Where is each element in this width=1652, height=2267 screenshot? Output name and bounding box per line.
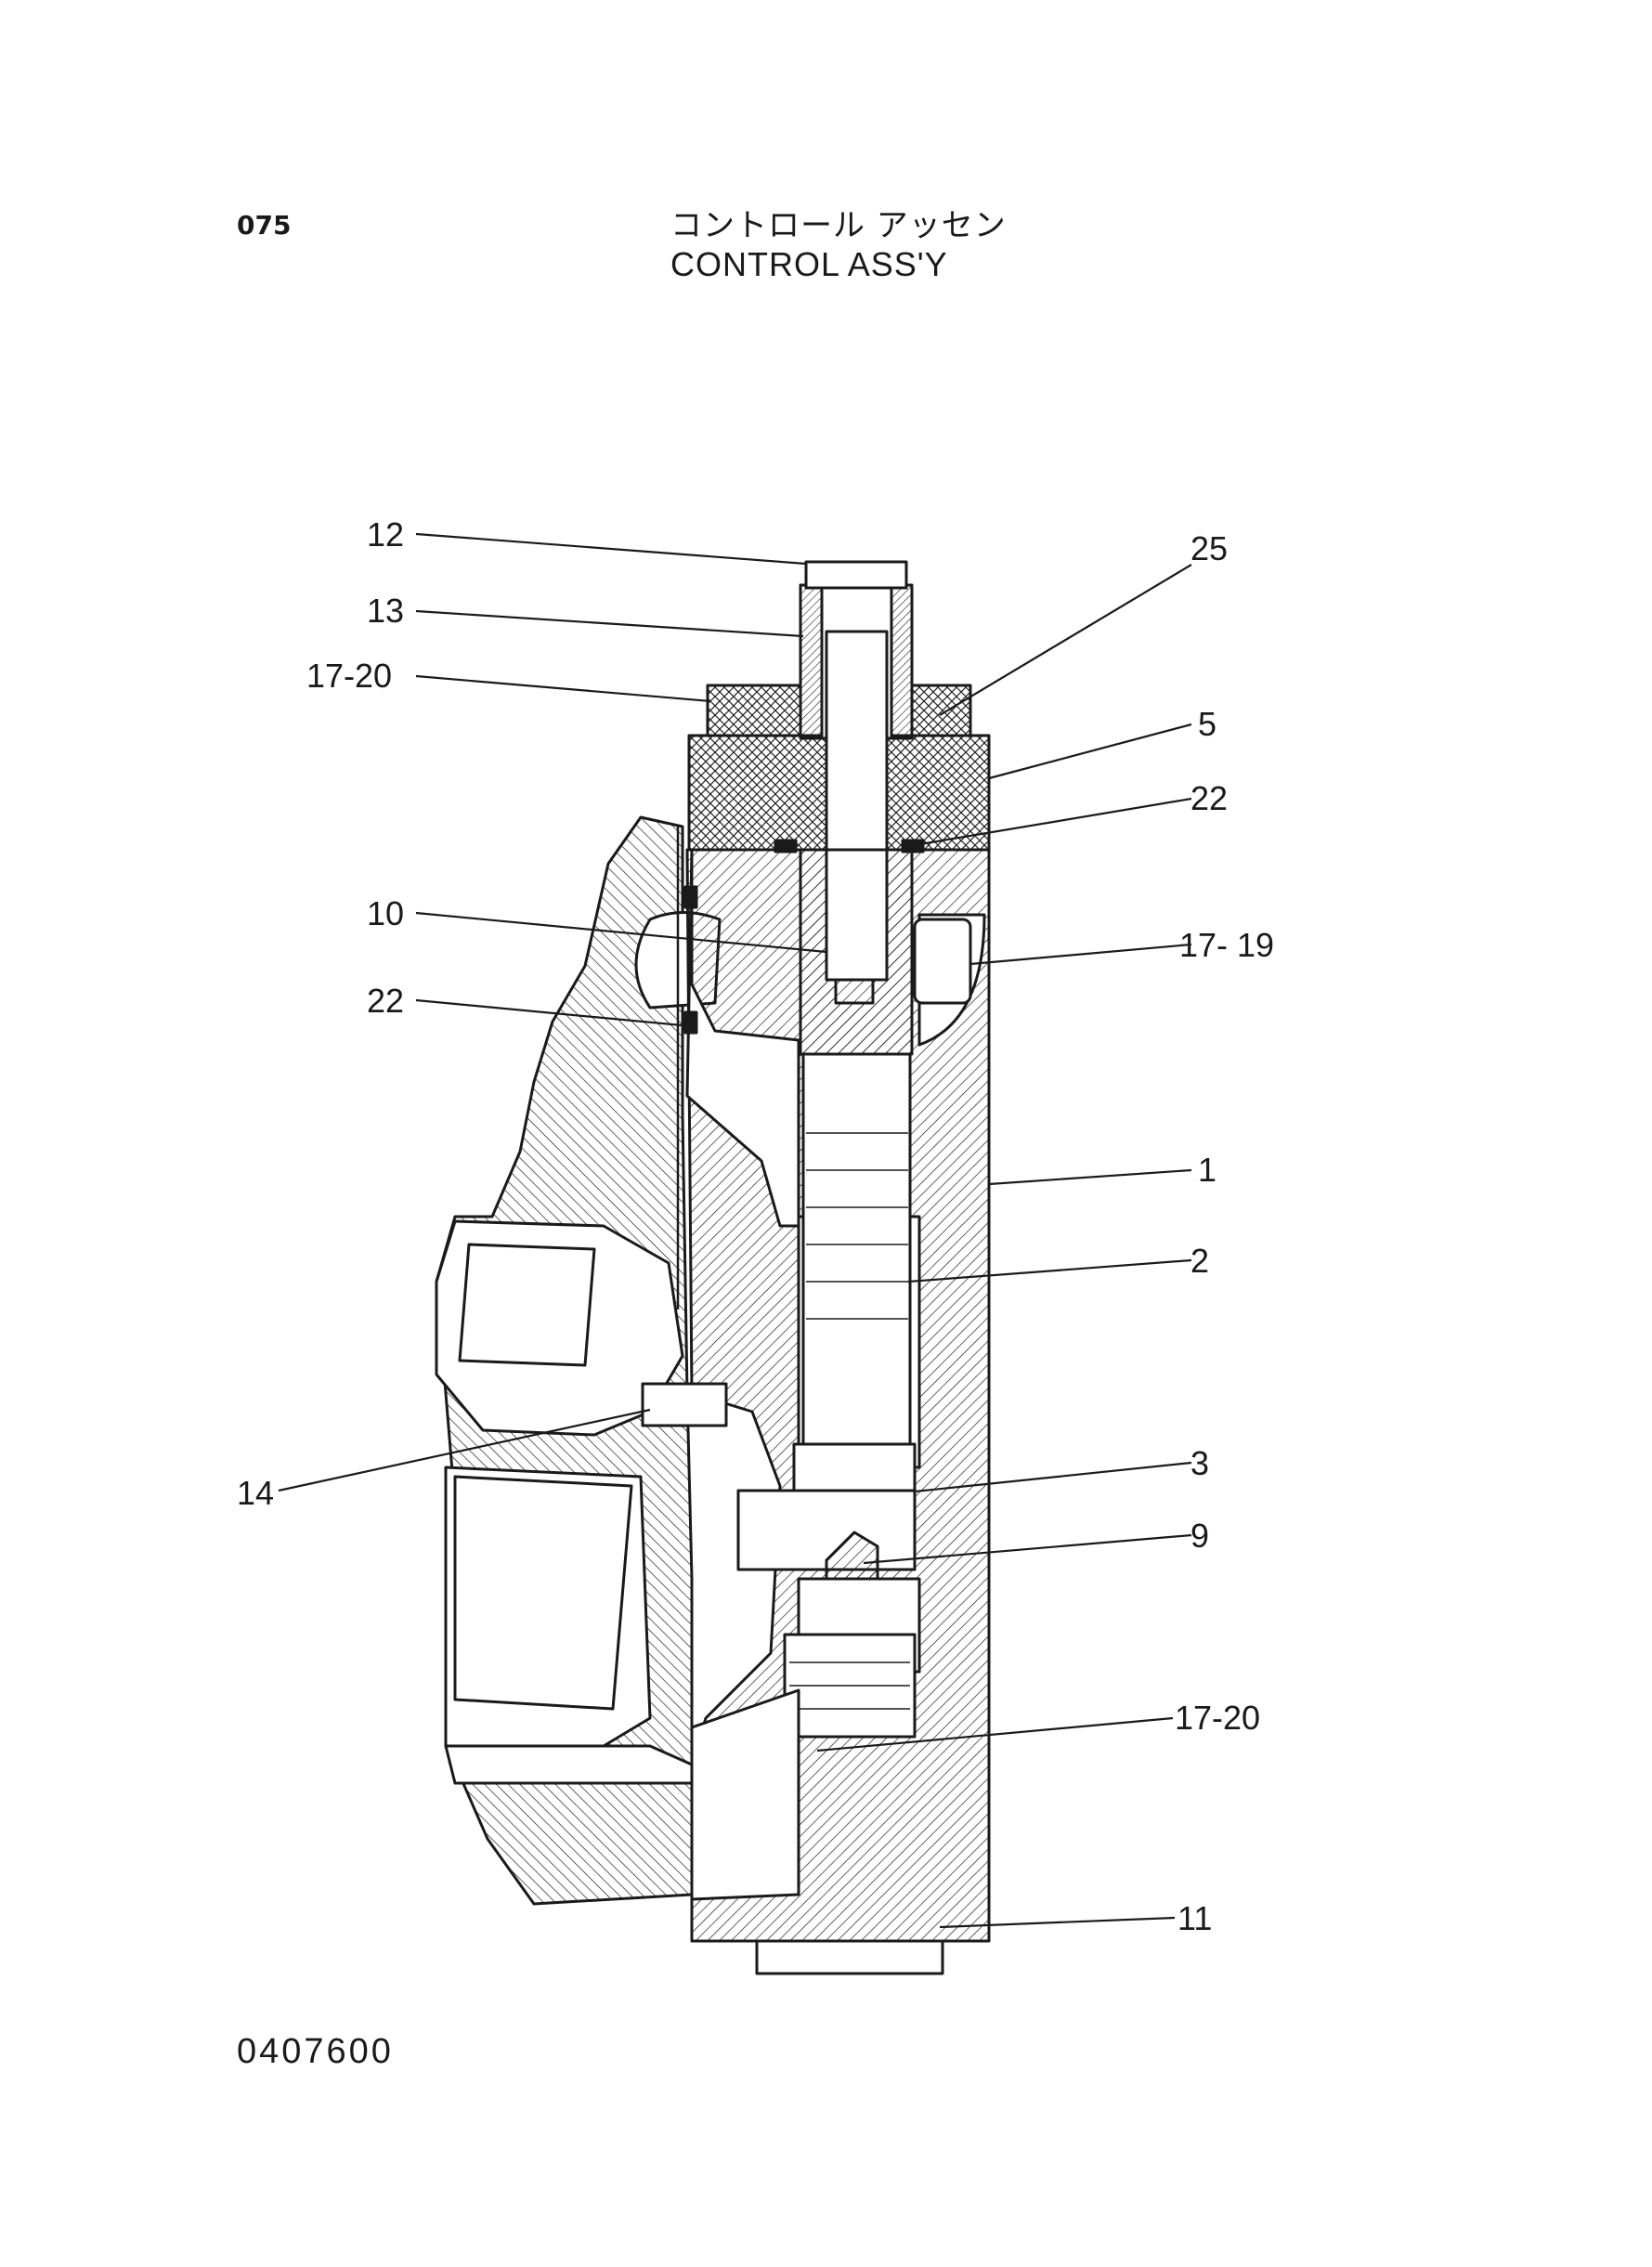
- rack: [801, 1052, 912, 1474]
- callout-14: 14: [237, 1474, 274, 1512]
- lower-piston: [792, 1442, 917, 1492]
- pin-14: [641, 1382, 728, 1427]
- callout-17-20-lower: 17-20: [1175, 1699, 1260, 1737]
- callout-1: 1: [1198, 1151, 1216, 1189]
- page-number: 075: [237, 210, 292, 241]
- seal-upper-left: [774, 839, 798, 853]
- callout-11: 11: [1177, 1899, 1212, 1937]
- seal-upper-right: [901, 839, 925, 853]
- callout-17-19: 17- 19: [1179, 926, 1274, 964]
- drawing-number: 0407600: [237, 2032, 394, 2071]
- callout-22-lower: 22: [367, 982, 404, 1020]
- callout-17-20-upper: 17-20: [306, 657, 392, 695]
- callout-12: 12: [367, 515, 404, 554]
- callout-5: 5: [1198, 705, 1216, 743]
- side-plug: [913, 918, 972, 1005]
- callout-3: 3: [1190, 1444, 1209, 1482]
- title-english: CONTROL ASS'Y: [670, 245, 948, 283]
- pin-block: [736, 1489, 917, 1571]
- callout-10: 10: [367, 894, 404, 932]
- seal-side-2: [683, 1010, 698, 1035]
- seal-side-1: [683, 885, 698, 909]
- left-spring-seat: [706, 684, 802, 737]
- bottom-cap: [755, 1939, 944, 1975]
- title-japanese: コントロール アッセン: [670, 207, 1007, 244]
- bolt-head: [804, 560, 908, 590]
- callout-25: 25: [1190, 529, 1228, 567]
- right-spring-seat: [910, 684, 972, 737]
- bottom-block: [690, 1688, 800, 1901]
- callout-13: 13: [367, 592, 404, 630]
- callout-9: 9: [1190, 1517, 1209, 1555]
- callout-22-upper: 22: [1190, 779, 1228, 817]
- callout-2: 2: [1190, 1242, 1209, 1280]
